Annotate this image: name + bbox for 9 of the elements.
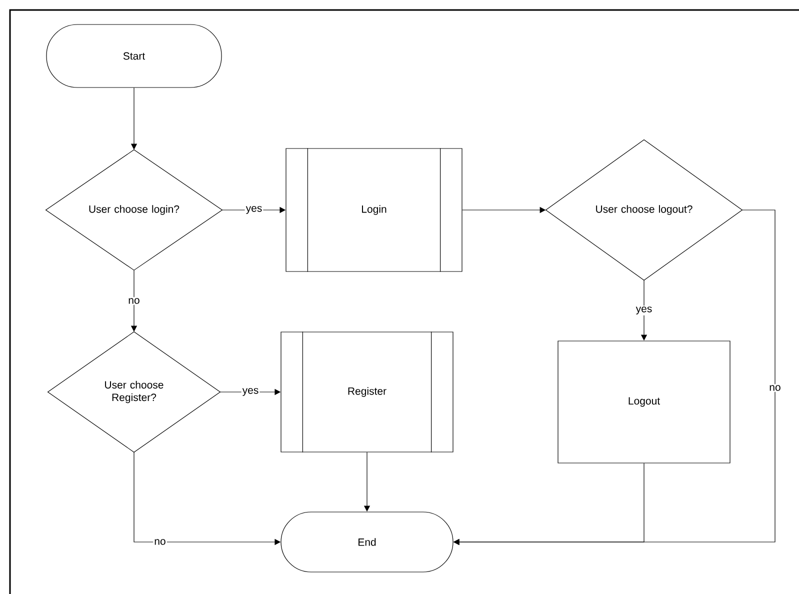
edge-label: yes (241, 387, 260, 397)
edge-label: yes (634, 306, 654, 316)
edge-label: no (127, 297, 141, 305)
edge-label: no (153, 538, 167, 546)
subprocess-box: Register (280, 331, 454, 453)
process-box: Logout (558, 340, 730, 464)
edge-label: no (768, 384, 782, 392)
subprocess-box: Login (286, 148, 462, 272)
edge-label: yes (244, 205, 264, 215)
